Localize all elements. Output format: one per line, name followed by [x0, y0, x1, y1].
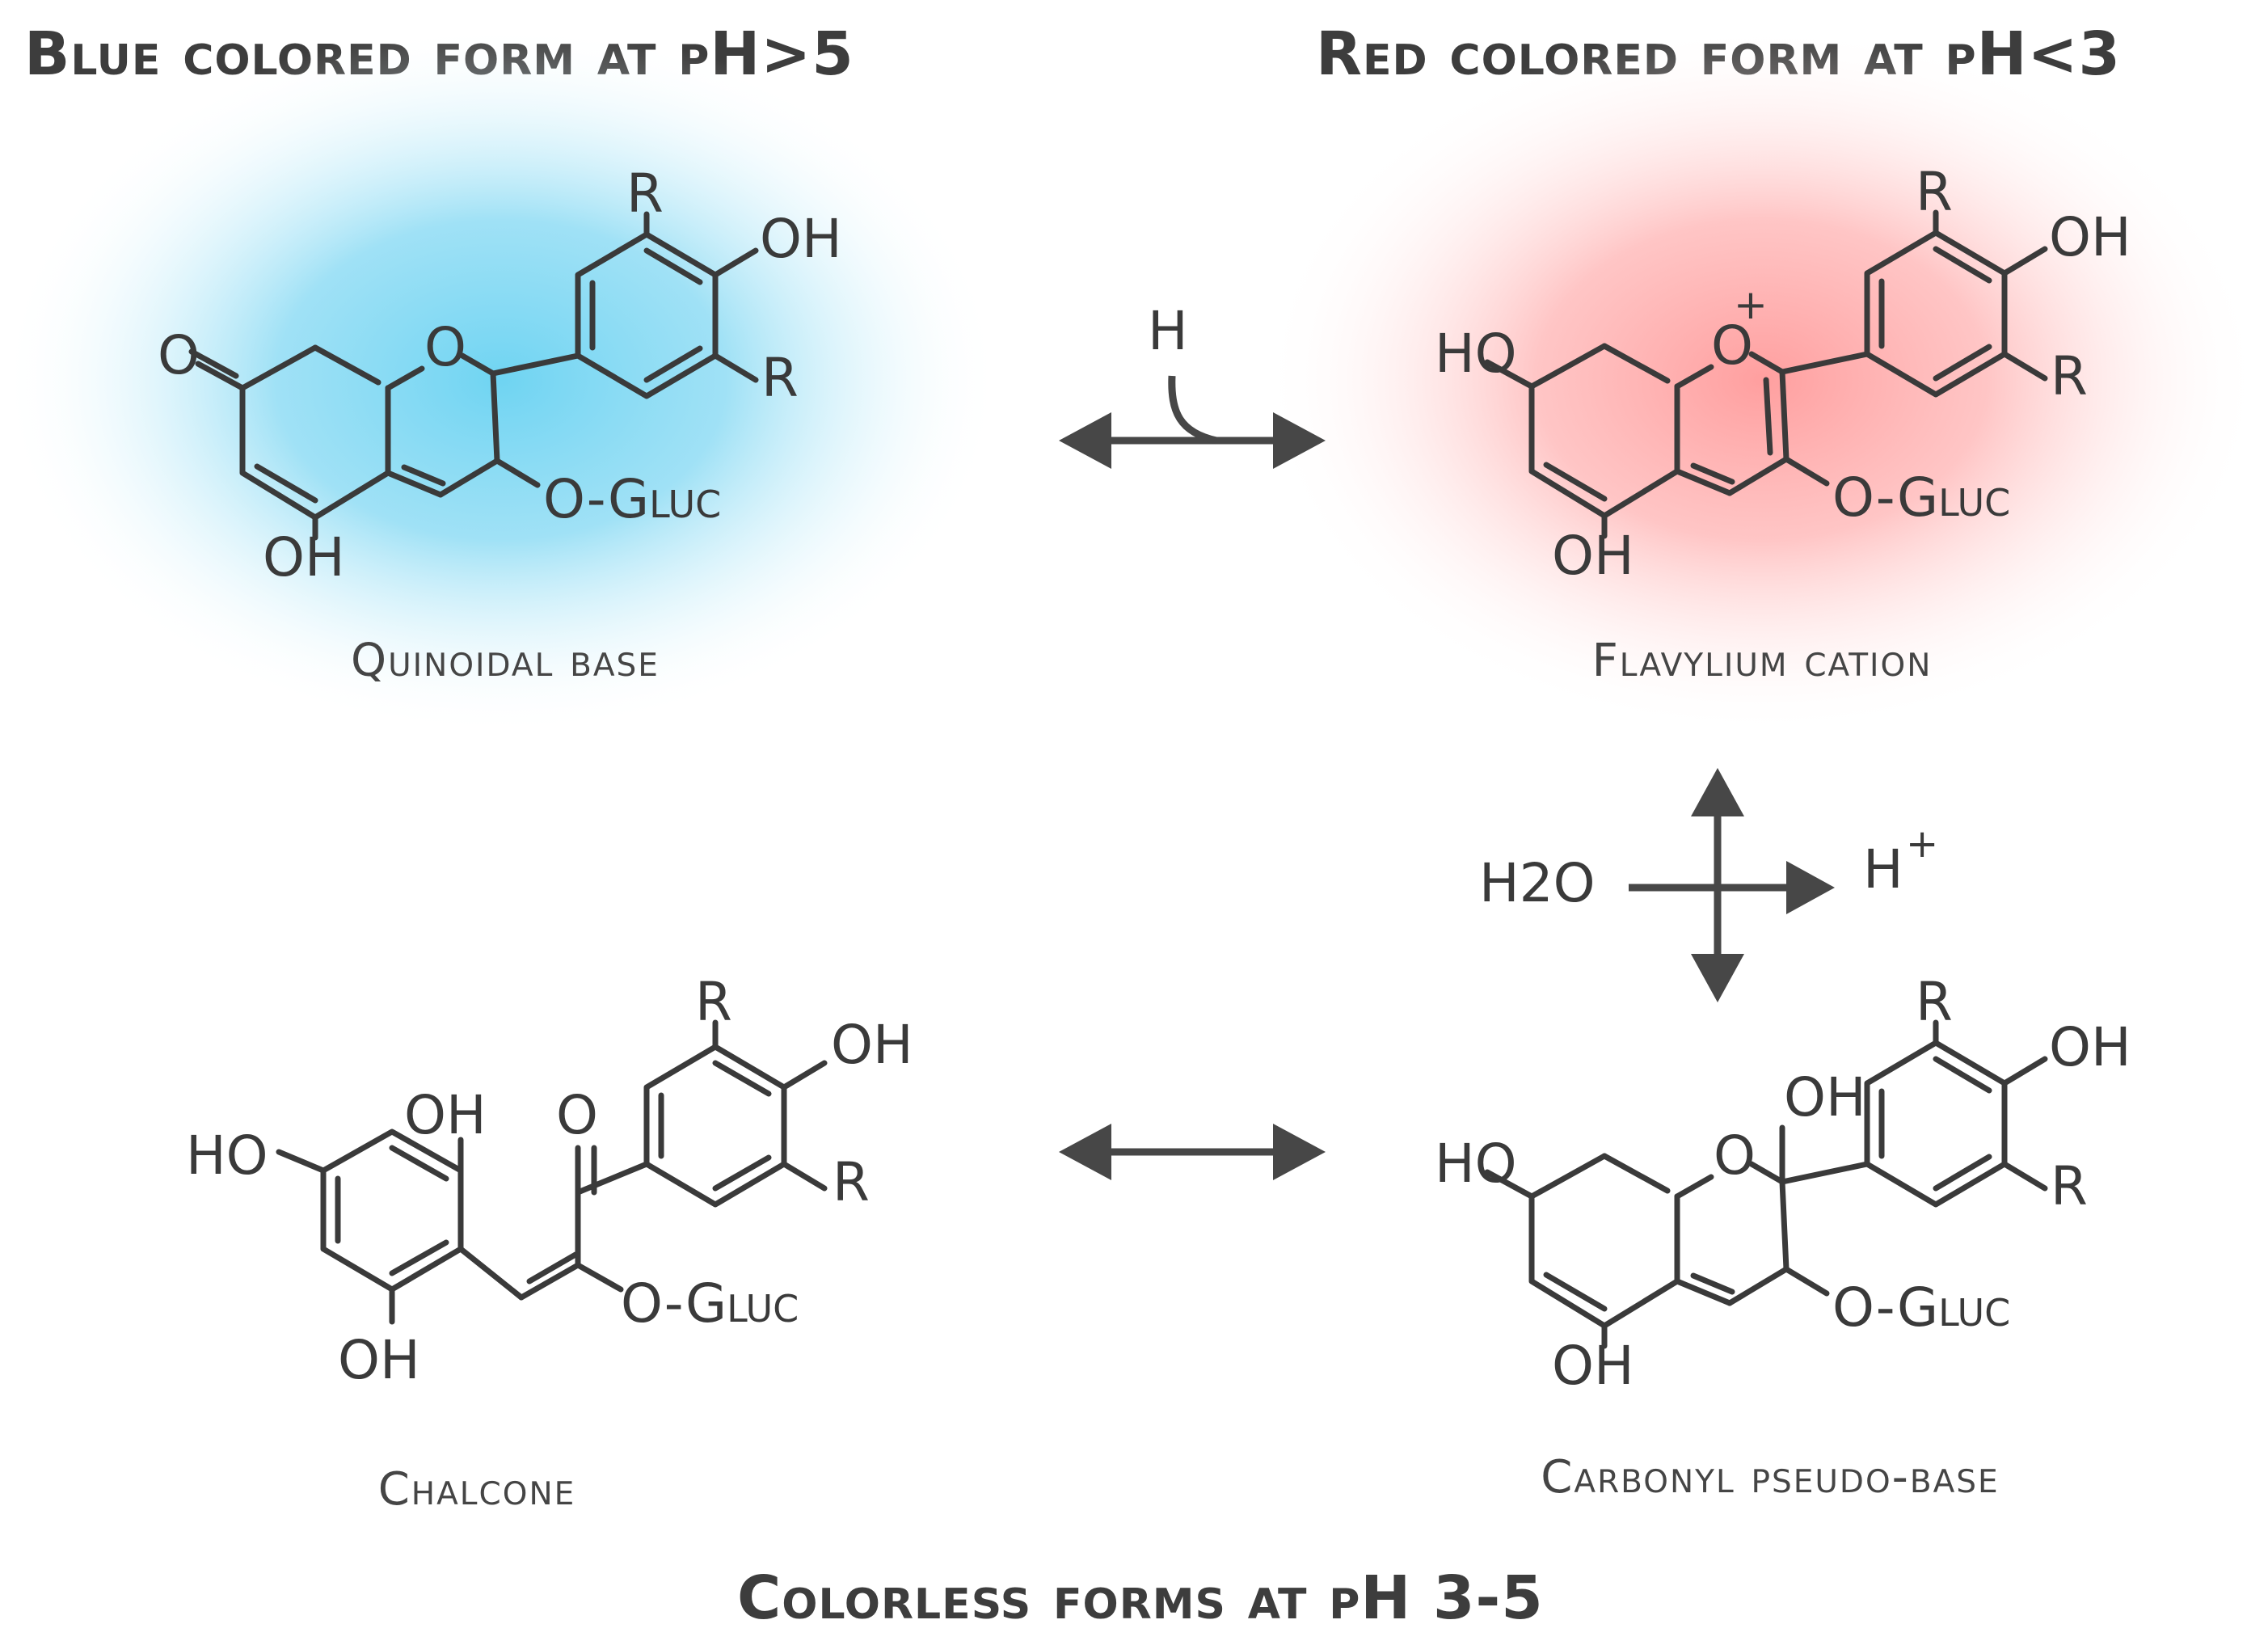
atom-r-bottom: R: [2051, 1155, 2088, 1217]
atom-ring-o-plus: O: [1711, 314, 1753, 377]
reagent-h-plus-charge: +: [1906, 821, 1938, 867]
reagent-h: H: [1148, 300, 1188, 362]
atom-ho: HO: [1435, 1133, 1517, 1195]
atom-r-bottom: R: [833, 1151, 870, 1213]
chalcone-structure: HO OH OH O R OH R O-Gluc: [186, 971, 913, 1391]
atom-oh-a: OH: [1552, 1335, 1634, 1397]
atom-oh-b: OH: [831, 1014, 913, 1076]
caption-flavylium-cation: Flavylium cation: [1591, 635, 1933, 687]
atom-r-top: R: [626, 162, 664, 225]
atom-oh-b: OH: [760, 208, 842, 270]
atom-o-gluc: O-Gluc: [1832, 1276, 2010, 1339]
heading-colorless-forms: Colorless forms at pH 3-5: [737, 1563, 1544, 1633]
atom-oh-a: OH: [263, 526, 345, 588]
caption-carbonyl-pseudo-base: Carbonyl pseudo-base: [1541, 1451, 2000, 1504]
atom-oh-b: OH: [2049, 1016, 2131, 1078]
atom-o-gluc: O-Gluc: [1832, 466, 2010, 529]
atom-plus-charge: +: [1734, 281, 1768, 328]
atom-o-gluc: O-Gluc: [621, 1272, 799, 1335]
atom-oh-para: OH: [338, 1329, 420, 1391]
quinoidal-base-structure: O O OH R OH R O-Gluc: [158, 162, 842, 588]
atom-carbonyl-o: O: [556, 1084, 598, 1146]
atom-oh-a: OH: [1552, 525, 1634, 587]
atom-oh-hemiketal: OH: [1784, 1066, 1866, 1128]
atom-ring-o: O: [424, 316, 466, 378]
hydration-cross-arrows: H2O H +: [1479, 768, 1938, 1002]
carbonyl-pseudo-base-structure: HO O OH OH R OH R O-Gluc: [1435, 971, 2131, 1397]
atom-oh-b: OH: [2049, 206, 2131, 268]
atom-ring-o: O: [1714, 1124, 1756, 1187]
atom-r-top: R: [1916, 161, 1953, 223]
flavylium-cation-structure: HO O + OH R OH R O-Gluc: [1435, 161, 2131, 587]
atom-o-gluc: O-Gluc: [543, 468, 721, 530]
reagent-h-plus: H: [1863, 838, 1903, 901]
atom-carbonyl-o: O: [158, 324, 200, 386]
caption-quinoidal-base: Quinoidal base: [351, 635, 660, 687]
caption-chalcone: Chalcone: [377, 1463, 576, 1516]
atom-oh-ortho: OH: [404, 1084, 487, 1146]
atom-r-top: R: [695, 971, 732, 1033]
equilibrium-arrow-top: H: [1059, 300, 1326, 469]
reagent-h2o: H2O: [1479, 852, 1596, 914]
atom-r-bottom: R: [761, 347, 799, 409]
red-glow: [1261, 24, 2263, 736]
equilibrium-arrow-bottom: [1059, 1124, 1326, 1180]
atom-ho: HO: [186, 1124, 268, 1187]
atom-r-top: R: [1916, 971, 1953, 1033]
atom-r-bottom: R: [2051, 345, 2088, 407]
blue-glow: [0, 24, 1002, 736]
atom-ho: HO: [1435, 323, 1517, 385]
